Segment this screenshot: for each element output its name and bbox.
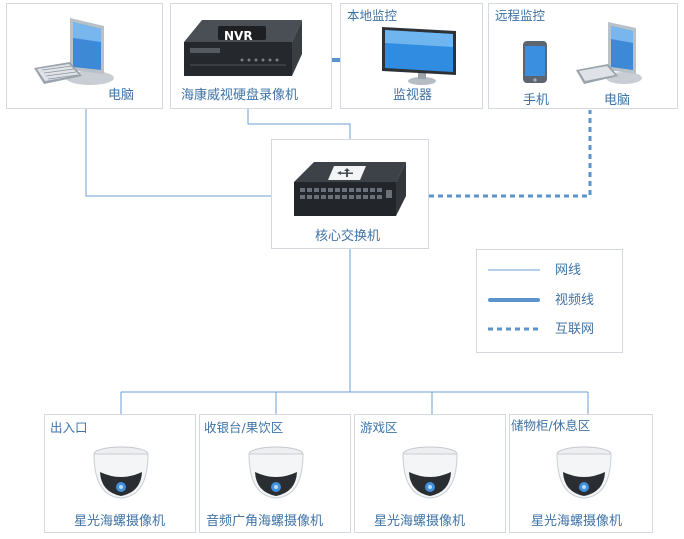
monitor-screen-icon <box>382 27 456 85</box>
pc-left-label: 电脑 <box>108 88 135 103</box>
nvr-badge: NVR <box>224 29 253 43</box>
phone-label: 手机 <box>523 93 550 108</box>
camera-label-locker: 星光海螺摄像机 <box>531 514 623 529</box>
legend-swatches <box>488 269 540 331</box>
remote-monitor-title: 远程监控 <box>495 8 546 23</box>
link-pc-switch <box>85 108 271 197</box>
network-switch-icon <box>294 162 406 216</box>
dome-camera-icon <box>402 446 458 499</box>
camera-label-cashier: 音频广角海螺摄像机 <box>206 514 324 529</box>
nvr-recorder-icon <box>184 20 302 76</box>
local-monitor-title: 本地监控 <box>347 8 398 23</box>
link-internet-dashed <box>429 110 592 198</box>
legend-label-cable: 网线 <box>555 263 582 278</box>
camera-label-game: 星光海螺摄像机 <box>374 514 466 529</box>
nvr-label: 海康威视硬盘录像机 <box>181 88 299 103</box>
desktop-computer-icon <box>576 22 642 84</box>
legend-label-video: 视频线 <box>555 293 595 308</box>
camera-zone-locker: 储物柜/休息区 <box>511 418 591 433</box>
dome-camera-icon <box>93 446 149 499</box>
remote-monitor-box <box>488 3 678 109</box>
desktop-computer-icon <box>34 18 114 85</box>
smartphone-icon <box>523 41 547 83</box>
camera-zone-game: 游戏区 <box>360 420 398 435</box>
pc-remote-label: 电脑 <box>604 93 631 108</box>
dome-camera-icon <box>556 446 612 499</box>
switch-label: 核心交换机 <box>315 229 381 244</box>
link-nvr-switch <box>247 108 351 139</box>
monitor-label: 监视器 <box>393 88 433 103</box>
camera-zone-entrance: 出入口 <box>50 420 88 435</box>
camera-label-entrance: 星光海螺摄像机 <box>74 514 166 529</box>
camera-zone-cashier: 收银台/果饮区 <box>204 420 284 435</box>
dome-camera-icon <box>248 446 304 499</box>
legend-label-internet: 互联网 <box>555 322 595 337</box>
